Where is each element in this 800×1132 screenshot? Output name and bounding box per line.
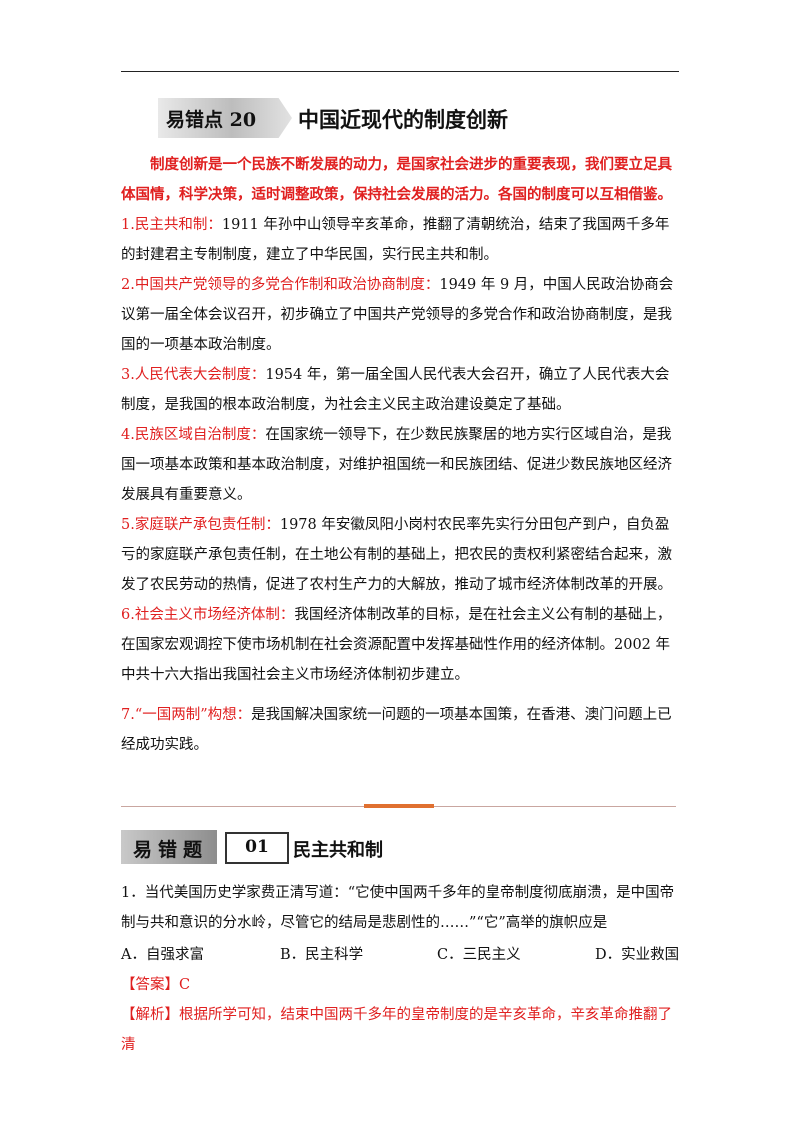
section-title: 中国近现代的制度创新 (298, 107, 508, 132)
item-text: 1954 年，第一届全国人民代表大会召开，确立了人民代表大会制度，是我国的根本政… (121, 367, 670, 413)
list-item: 3.人民代表大会制度：1954 年，第一届全国人民代表大会召开，确立了人民代表大… (121, 360, 681, 420)
divider-accent (364, 804, 434, 808)
item-term: 6.社会主义市场经济体制： (121, 607, 295, 623)
item-term: 2.中国共产党领导的多党合作制和政治协商制度： (121, 277, 440, 293)
section-badge-label: 易错点 20 (166, 109, 257, 131)
top-rule (121, 71, 679, 72)
list-item: 6.社会主义市场经济体制：我国经济体制改革的目标，是在社会主义公有制的基础上，在… (121, 600, 681, 690)
question-number-box: 01 (225, 832, 289, 864)
item-text: 是我国解决国家统一问题的一项基本国策，在香港、澳门问题上已经成功实践。 (121, 707, 672, 753)
option-d: D．实业救国 (595, 947, 680, 963)
item-term: 5.家庭联产承包责任制： (121, 517, 280, 533)
item-term: 7.“一国两制”构想： (121, 707, 252, 723)
question-tag: 易错题 (121, 830, 217, 864)
list-item: 4.民族区域自治制度：在国家统一领导下，在少数民族聚居的地方实行区域自治，是我国… (121, 420, 681, 510)
section-badge (158, 98, 292, 138)
option-b: B．民主科学 (280, 947, 364, 963)
question-text: 1．当代美国历史学家费正清写道：“它使中国两千多年的皇帝制度彻底崩溃，是中国帝制… (121, 885, 675, 931)
item-text: 在国家统一领导下，在少数民族聚居的地方实行区域自治，是我国一项基本政策和基本政治… (121, 427, 672, 503)
question-tag-label: 易错题 (133, 839, 209, 861)
list-item: 5.家庭联产承包责任制：1978 年安徽凤阳小岗村农民率先实行分田包产到户，自负… (121, 510, 681, 600)
list-item: 1.民主共和制：1911 年孙中山领导辛亥革命，推翻了清朝统治，结束了我国两千多… (121, 210, 681, 270)
answer-line: 【答案】C (121, 977, 191, 993)
item-text: 我国经济体制改革的目标，是在社会主义公有制的基础上，在国家宏观调控下使市场机制在… (121, 607, 672, 683)
item-term: 1.民主共和制： (121, 217, 222, 233)
question-header: 易错题 01 民主共和制 (121, 830, 521, 866)
option-c: C．三民主义 (437, 947, 521, 963)
analysis-text: 【解析】根据所学可知，结束中国两千多年的皇帝制度的是辛亥革命，辛亥革命推翻了清 (121, 1007, 672, 1053)
item-term: 4.民族区域自治制度： (121, 427, 266, 443)
list-item: 2.中国共产党领导的多党合作制和政治协商制度：1949 年 9 月，中国人民政治… (121, 270, 681, 360)
item-text: 1949 年 9 月，中国人民政治协商会议第一届全体会议召开，初步确立了中国共产… (121, 277, 674, 353)
list-item: 7.“一国两制”构想：是我国解决国家统一问题的一项基本国策，在香港、澳门问题上已… (121, 700, 681, 760)
item-text: 1911 年孙中山领导辛亥革命，推翻了清朝统治，结束了我国两千多年的封建君主专制… (121, 217, 670, 263)
section-intro: 制度创新是一个民族不断发展的动力，是国家社会进步的重要表现，我们要立足具体国情，… (121, 156, 672, 203)
question-topic-title: 民主共和制 (293, 840, 383, 861)
item-term: 3.人民代表大会制度： (121, 367, 266, 383)
question-number: 01 (245, 837, 269, 857)
item-text: 1978 年安徽凤阳小岗村农民率先实行分田包产到户，自负盈亏的家庭联产承包责任制… (121, 517, 672, 593)
option-a: A．自强求富 (121, 947, 204, 963)
section-header: 易错点 20 中国近现代的制度创新 (158, 98, 558, 138)
